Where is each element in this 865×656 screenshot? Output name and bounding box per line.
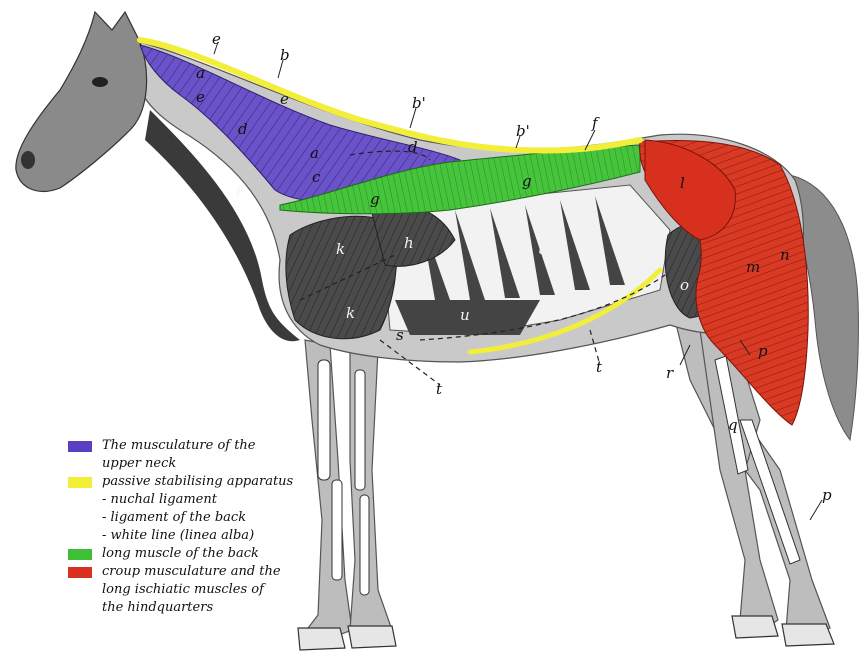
legend-text: long muscle of the back bbox=[102, 545, 259, 563]
legend: The musculature of the upper neck passiv… bbox=[68, 437, 348, 617]
legend-text: passive stabilising apparatus bbox=[102, 473, 293, 491]
label-e-top: e bbox=[212, 30, 221, 48]
legend-item-neck-musculature: The musculature of the upper neck bbox=[68, 437, 348, 473]
label-b-top: b bbox=[280, 46, 290, 64]
label-t-belly: t bbox=[596, 358, 603, 376]
label-l: l bbox=[680, 174, 685, 192]
legend-item-croup-hindquarters: croup musculature and the long ischiatic… bbox=[68, 563, 348, 617]
label-o: o bbox=[680, 276, 689, 294]
label-b-prime-1: b' bbox=[412, 94, 426, 112]
label-p-leg: p bbox=[822, 486, 832, 504]
legend-sub-item: - nuchal ligament bbox=[68, 491, 348, 509]
label-k-lower: k bbox=[346, 304, 355, 322]
label-r: r bbox=[666, 364, 674, 382]
legend-text: upper neck bbox=[102, 455, 256, 473]
label-f: f bbox=[591, 114, 600, 132]
label-g-front: g bbox=[370, 190, 380, 208]
label-b-prime-2: b' bbox=[516, 122, 530, 140]
eye bbox=[92, 77, 108, 87]
label-d-back: d bbox=[408, 138, 418, 156]
label-d-neck: d bbox=[238, 120, 248, 138]
label-a-neck: a bbox=[196, 64, 205, 82]
legend-text: long ischiatic muscles of bbox=[102, 581, 281, 599]
legend-text: The musculature of the bbox=[102, 437, 256, 455]
legend-swatch-red bbox=[68, 567, 92, 578]
legend-swatch-purple bbox=[68, 441, 92, 452]
label-c: c bbox=[312, 168, 321, 186]
legend-item-long-back-muscle: long muscle of the back bbox=[68, 545, 348, 563]
label-n: n bbox=[780, 246, 790, 264]
label-q: q bbox=[728, 416, 738, 434]
legend-text: croup musculature and the bbox=[102, 563, 281, 581]
label-e-neck2: e bbox=[280, 90, 289, 108]
label-a-shoulder: a bbox=[310, 144, 319, 162]
label-g-back: g bbox=[522, 172, 532, 190]
legend-sub-item: - white line (linea alba) bbox=[68, 527, 348, 545]
nostril bbox=[21, 151, 35, 169]
label-u-lower: u bbox=[460, 306, 470, 324]
label-i: i bbox=[236, 182, 241, 200]
label-u-upper: u bbox=[538, 240, 548, 258]
label-t-front: t bbox=[436, 380, 443, 398]
label-h: h bbox=[404, 234, 414, 252]
label-s: s bbox=[396, 326, 404, 344]
legend-item-passive-apparatus: passive stabilising apparatus bbox=[68, 473, 348, 491]
legend-swatch-green bbox=[68, 549, 92, 560]
horse-head bbox=[16, 12, 147, 191]
label-k-upper: k bbox=[336, 240, 345, 258]
label-p-thigh: p bbox=[758, 342, 768, 360]
legend-text: the hindquarters bbox=[102, 599, 281, 617]
label-e-neck: e bbox=[196, 88, 205, 106]
legend-sub-item: - ligament of the back bbox=[68, 509, 348, 527]
label-m: m bbox=[746, 258, 760, 276]
legend-swatch-yellow bbox=[68, 477, 92, 488]
